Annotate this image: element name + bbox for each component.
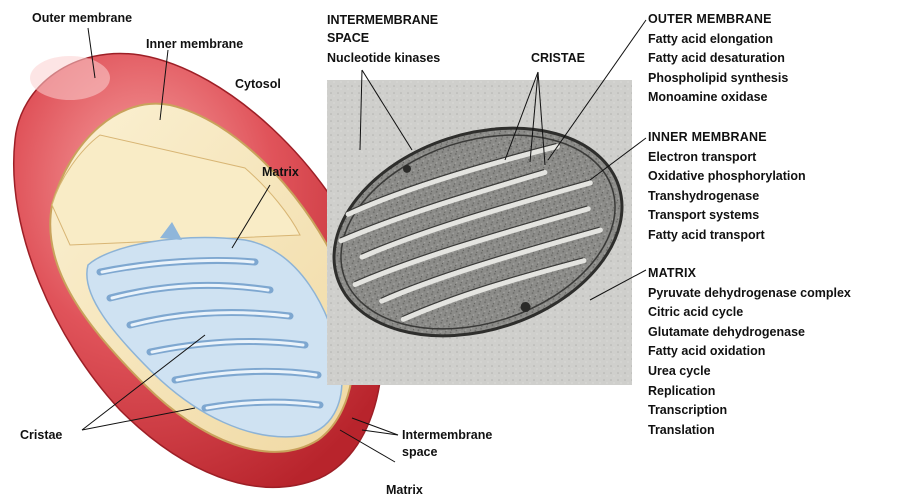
outer-membrane-heading: OUTER MEMBRANE (648, 10, 788, 30)
inner-membrane-list: INNER MEMBRANE Electron transport Oxidat… (648, 128, 806, 246)
list-item: Translation (648, 421, 851, 441)
label-cytosol: Cytosol (235, 77, 281, 92)
electron-micrograph (307, 80, 649, 385)
label-intermembrane-line1: Intermembrane (402, 428, 492, 443)
label-cristae: Cristae (20, 428, 62, 443)
list-item: Fatty acid elongation (648, 30, 788, 50)
list-item: Glutamate dehydrogenase (648, 323, 851, 343)
list-item: Monoamine oxidase (648, 88, 788, 108)
mitochondrion-illustration (14, 53, 382, 487)
list-item: Fatty acid desaturation (648, 49, 788, 69)
label-nucleotide-kinases: Nucleotide kinases (327, 50, 440, 66)
list-item: Pyruvate dehydrogenase complex (648, 284, 851, 304)
list-item: Fatty acid oxidation (648, 342, 851, 362)
list-item: Phospholipid synthesis (648, 69, 788, 89)
label-intermembrane-space-line1: INTERMEMBRANE (327, 12, 438, 28)
highlight (30, 56, 110, 100)
list-item: Fatty acid transport (648, 226, 806, 246)
list-item: Transhydrogenase (648, 187, 806, 207)
label-intermembrane-line2: space (402, 445, 437, 460)
list-item: Citric acid cycle (648, 303, 851, 323)
inner-membrane-heading: INNER MEMBRANE (648, 128, 806, 148)
list-item: Oxidative phosphorylation (648, 167, 806, 187)
list-item: Electron transport (648, 148, 806, 168)
label-matrix: Matrix (262, 165, 299, 180)
label-inner-membrane: Inner membrane (146, 37, 243, 52)
label-intermembrane-space-line2: SPACE (327, 30, 369, 46)
outer-membrane-list: OUTER MEMBRANE Fatty acid elongation Fat… (648, 10, 788, 108)
label-outer-membrane: Outer membrane (32, 11, 132, 26)
label-cristae-micrograph: CRISTAE (531, 50, 585, 66)
list-item: Urea cycle (648, 362, 851, 382)
matrix-list: MATRIX Pyruvate dehydrogenase complex Ci… (648, 264, 851, 440)
matrix-heading: MATRIX (648, 264, 851, 284)
list-item: Transcription (648, 401, 851, 421)
label-matrix-bottom: Matrix (386, 483, 423, 498)
list-item: Replication (648, 382, 851, 402)
list-item: Transport systems (648, 206, 806, 226)
